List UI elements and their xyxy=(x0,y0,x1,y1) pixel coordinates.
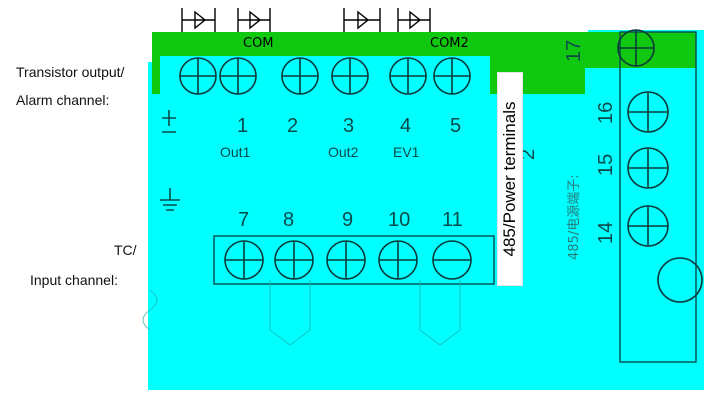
top-sublabels: Out1 Out2 EV1 xyxy=(220,144,420,160)
transistor-symbols xyxy=(181,8,431,32)
ev1-label: EV1 xyxy=(393,144,420,160)
top-screw-row xyxy=(179,57,471,95)
terminal-number: 4 xyxy=(400,115,411,137)
com2-label: COM2 xyxy=(430,36,469,51)
power-terminals-label: 485/Power terminals xyxy=(497,72,523,286)
power-terminals-text: 485/Power terminals xyxy=(500,101,519,257)
bottom-terminal-numbers: 7 8 9 10 11 xyxy=(238,209,463,231)
out1-label: Out1 xyxy=(220,144,251,160)
terminal-number: 11 xyxy=(442,209,463,231)
input-channel-label: Input channel: xyxy=(30,272,118,288)
terminal-number: 16 xyxy=(595,102,617,124)
ground-symbols xyxy=(160,110,180,211)
transistor-output-label: Transistor output/ xyxy=(16,64,125,80)
chinese-terminal-label: 485/电源端子: xyxy=(567,174,582,260)
bottom-screw-row xyxy=(224,240,472,280)
right-terminal-numbers: 17 16 15 14 2 xyxy=(517,40,617,244)
terminal-number: 3 xyxy=(343,115,354,137)
top-terminal-block xyxy=(160,56,490,100)
terminal-number: 15 xyxy=(595,154,617,176)
right-terminal-block xyxy=(619,31,697,363)
terminal-number: 1 xyxy=(237,115,248,137)
terminal-number: 7 xyxy=(238,209,249,231)
green-band-right xyxy=(585,32,696,68)
terminal-number: 14 xyxy=(595,222,617,244)
tc-label: TC/ xyxy=(114,242,137,258)
board-right-strip xyxy=(588,30,704,390)
terminal-number: 2 xyxy=(517,149,539,160)
terminal-number: 5 xyxy=(450,115,461,137)
terminal-number: 9 xyxy=(342,209,353,231)
com-label: COM xyxy=(243,36,274,51)
terminal-number: 17 xyxy=(563,40,585,62)
bottom-terminal-block xyxy=(213,235,495,285)
right-screw-column xyxy=(617,29,703,303)
alarm-channel-label: Alarm channel: xyxy=(16,92,110,108)
sensor-wiring xyxy=(142,280,461,346)
out2-label: Out2 xyxy=(328,144,359,160)
terminal-number: 2 xyxy=(287,115,298,137)
top-terminal-numbers: 1 2 3 4 5 xyxy=(237,115,461,137)
terminal-number: 8 xyxy=(283,209,294,231)
terminal-number: 10 xyxy=(388,209,410,231)
